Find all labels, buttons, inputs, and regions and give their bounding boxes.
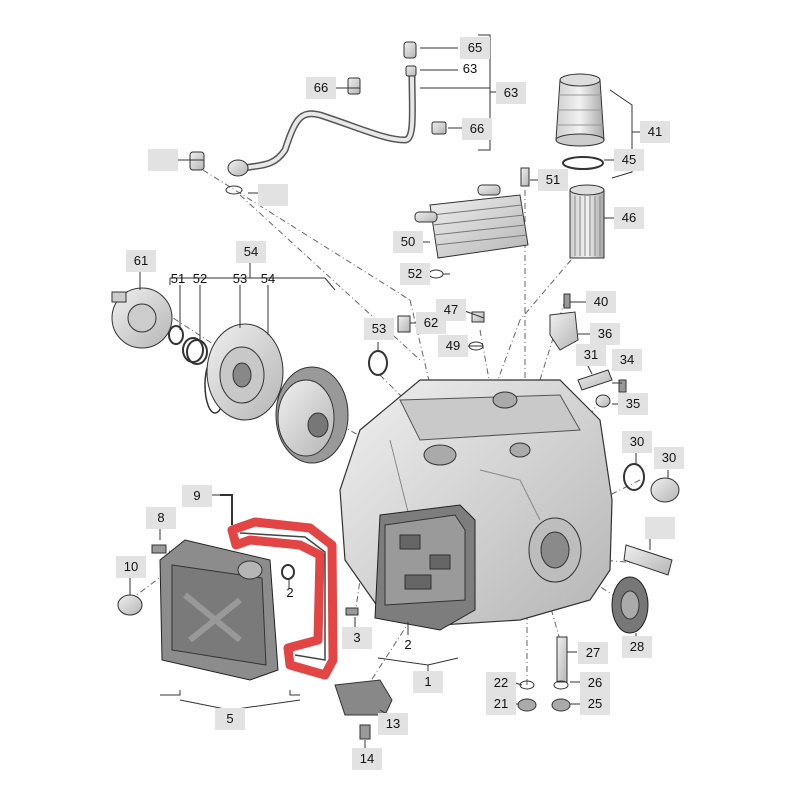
callout-65 [148,149,178,171]
callout-27: 34 [612,349,642,371]
callout-60: 63 [496,82,526,104]
callout-35: 45 [614,149,644,171]
highlighted-gasket [227,517,338,680]
callout-25-label: 30 [654,447,684,469]
callout-61: 65 [460,37,490,59]
pipe-assembly [189,41,447,195]
callout-46: 51 [538,169,568,191]
callout-20: 26 [580,672,610,694]
callout-66 [645,517,675,539]
callout-14: 14 [352,748,382,770]
callout-3: 3 [342,627,372,649]
callout-41: 49 [438,335,468,357]
callout-36: 46 [614,207,644,229]
callout-47: 52 [400,263,430,285]
oil-filter [555,73,605,259]
callout-30: 36 [590,323,620,345]
callout-59: 62 [416,312,446,334]
callout-22: 28 [622,636,652,658]
callout-63 [258,184,288,206]
callout-26: 31 [576,344,606,366]
small-parts [117,293,680,740]
callout-8: 8 [146,507,176,529]
callout-62b: 66 [462,118,492,140]
callout-18: 22 [486,672,516,694]
callout-19: 25 [580,693,610,715]
mechatronic-unit [374,504,476,631]
callout-31: 40 [586,291,616,313]
oil-pan [159,539,279,681]
callout-10: 10 [116,556,146,578]
callout-28: 35 [618,393,648,415]
callout-9: 9 [182,485,212,507]
callout-24: 30 [622,431,652,453]
callout-5: 5 [215,708,245,730]
callout-49: 53 [364,318,394,340]
callout-50: 54 [236,241,266,263]
label-2-gasket: 2 [286,585,294,600]
callout-13: 13 [378,713,408,735]
callout-45: 50 [393,231,423,253]
callout-62: 66 [306,77,336,99]
label-2-mechatronic: 2 [404,637,412,652]
label-53: 53 [232,271,248,286]
clutch-components [111,287,349,464]
label-63-plain: 63 [462,61,478,76]
callout-17: 21 [486,693,516,715]
label-51: 51 [170,271,186,286]
callout-1: 1 [413,671,443,693]
oil-cooler [414,167,530,279]
label-52: 52 [192,271,208,286]
callout-34: 41 [640,121,670,143]
callout-21: 27 [578,642,608,664]
label-54: 54 [260,271,276,286]
callout-56: 61 [126,250,156,272]
